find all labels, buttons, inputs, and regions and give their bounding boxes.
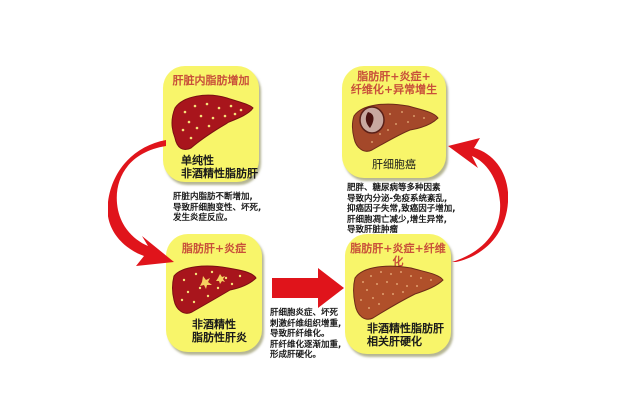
stage-caption: 肝细胞癌 (372, 158, 416, 171)
transition-note-1: 肝脏内脂肪不断增加, 导致肝细胞变性、坏死, 发生炎症反应。 (173, 192, 262, 223)
liver-with-tumor-icon (352, 103, 439, 152)
inflamed-fatty-liver-icon (172, 265, 257, 314)
stage-card-cirrhosis: 脂肪肝+炎症+纤维化 非酒精性脂肪肝 相关肝硬化 (345, 234, 451, 354)
transition-note-2: 肝细胞炎症、坏死 刺激纤维组织增重, 导致肝纤维化。 肝纤维化逐渐加重, 形成肝… (270, 308, 342, 360)
stage-title: 脂肪肝+炎症 (181, 242, 247, 255)
fibrotic-liver-icon (353, 265, 444, 320)
stage-caption: 非酒精性 脂肪性肝炎 (192, 318, 247, 344)
stage-caption: 非酒精性脂肪肝 相关肝硬化 (367, 322, 444, 348)
stage-title: 脂肪肝+炎症+纤维化 (350, 242, 446, 268)
stage-title: 肝脏内脂肪增加 (172, 74, 250, 87)
stage-card-hepatocellular-carcinoma: 脂肪肝+炎症+ 纤维化+异常增生 肝细胞癌 (342, 66, 446, 178)
fatty-liver-icon (171, 94, 254, 151)
transition-note-3: 肥胖、糖尿病等多种因素 导致内分泌-免疫系统紊乱, 抑癌因子失常,致癌因子增加,… (347, 183, 456, 235)
stage-card-simple-fatty-liver: 肝脏内脂肪增加 单纯性 非酒精性脂肪肝 (163, 66, 259, 182)
curved-arrow-down-left (108, 140, 174, 266)
stage-caption: 单纯性 非酒精性脂肪肝 (181, 154, 258, 180)
stage-card-steatohepatitis: 脂肪肝+炎症 非酒精性 脂肪性肝炎 (166, 234, 262, 352)
stage-title: 脂肪肝+炎症+ 纤维化+异常增生 (350, 70, 438, 96)
straight-arrow-right (272, 268, 344, 308)
curved-arrow-up-right (448, 138, 508, 262)
